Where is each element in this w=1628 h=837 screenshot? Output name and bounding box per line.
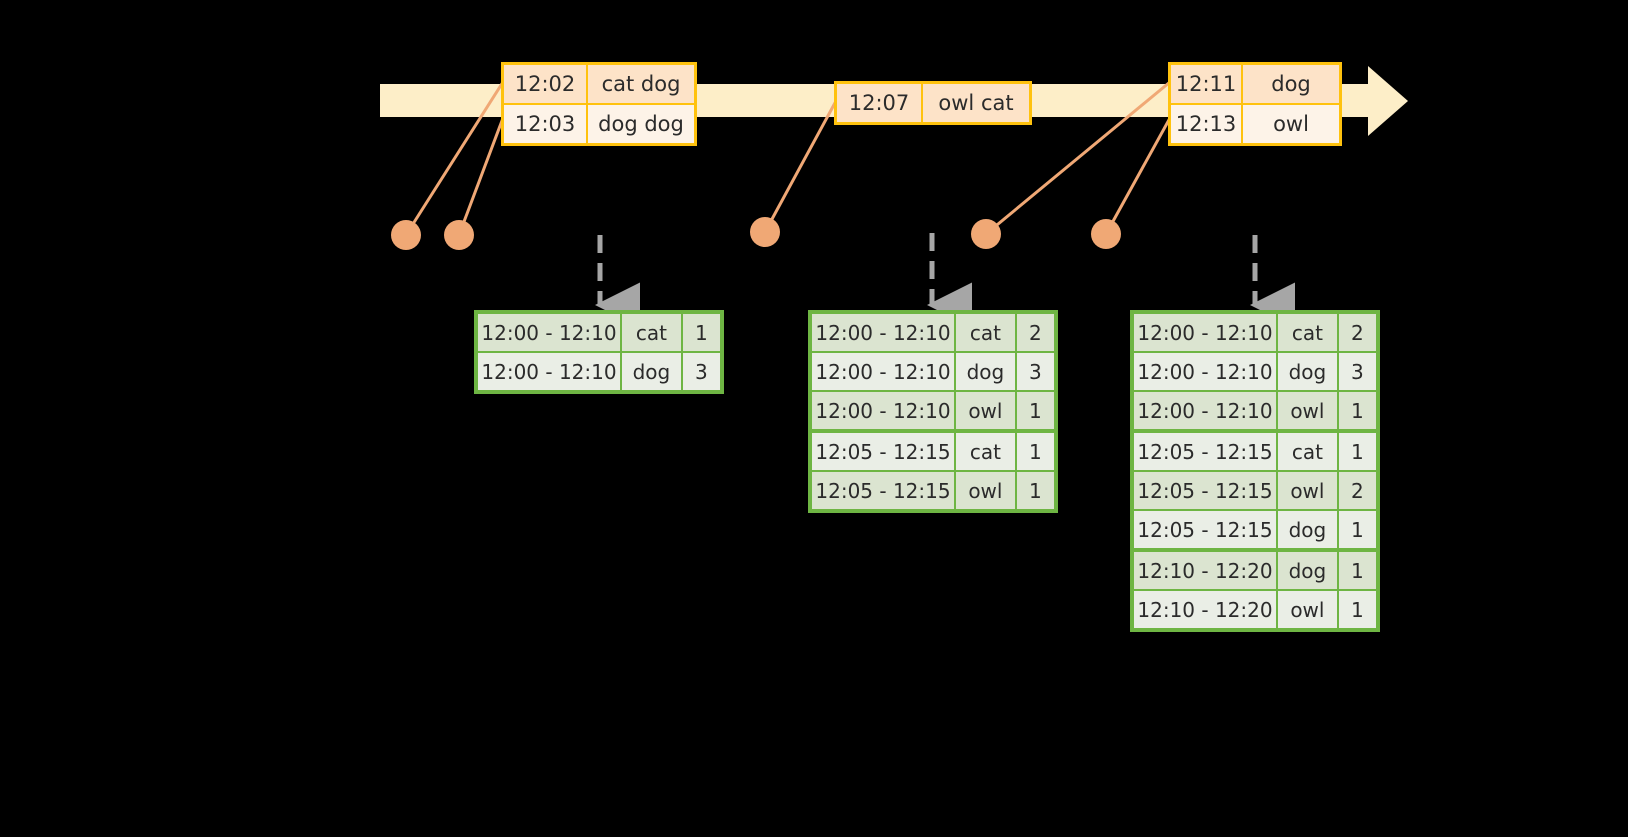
cell-word: dog xyxy=(1278,552,1339,589)
event-box-1[interactable]: 12:02 cat dog 12:03 dog dog xyxy=(501,62,697,146)
cell-count: 1 xyxy=(1029,478,1042,503)
cell-window: 12:00 - 12:10 xyxy=(812,392,957,429)
event-time: 12:03 xyxy=(504,105,588,143)
cell-count: 3 xyxy=(695,359,708,384)
cell-window: 12:05 - 12:15 xyxy=(812,433,957,470)
event-time: 12:11 xyxy=(1171,65,1243,103)
event-text: dog dog xyxy=(598,112,684,136)
connector-line-2 xyxy=(457,117,505,236)
cell-word: dog xyxy=(1278,511,1339,548)
cell-word: dog xyxy=(622,353,683,390)
cell-count: 1 xyxy=(1029,398,1042,423)
event-time: 12:13 xyxy=(1171,105,1243,143)
cell-count: 1 xyxy=(695,320,708,345)
cell-word: owl xyxy=(1278,591,1339,628)
event-text: dog xyxy=(1271,72,1311,96)
cell-window: 12:00 - 12:10 xyxy=(478,314,623,351)
cell-count: 2 xyxy=(1351,478,1364,503)
cell-word: dog xyxy=(956,353,1017,390)
cell-count: 1 xyxy=(1351,597,1364,622)
cell-window: 12:00 - 12:10 xyxy=(812,314,957,351)
event-row: 12:13 owl xyxy=(1171,103,1339,143)
cell-word: cat xyxy=(1278,433,1339,470)
cell-count: 1 xyxy=(1351,558,1364,583)
dashed-arrows xyxy=(595,233,1295,328)
connector-dot-4 xyxy=(971,219,1001,249)
event-box-3[interactable]: 12:11 dog 12:13 owl xyxy=(1168,62,1342,146)
event-box-2[interactable]: 12:07 owl cat xyxy=(834,81,1032,125)
cell-count: 3 xyxy=(1351,359,1364,384)
cell-window: 12:05 - 12:15 xyxy=(1134,433,1279,470)
cell-window: 12:05 - 12:15 xyxy=(812,472,957,509)
cell-window: 12:10 - 12:20 xyxy=(1134,552,1279,589)
cell-word: cat xyxy=(1278,314,1339,351)
event-text: owl cat xyxy=(938,91,1014,115)
cell-word: cat xyxy=(956,314,1017,351)
cell-count: 1 xyxy=(1029,439,1042,464)
cell-count: 3 xyxy=(1029,359,1042,384)
cell-count: 1 xyxy=(1351,517,1364,542)
cell-window: 12:00 - 12:10 xyxy=(1134,392,1279,429)
event-time: 12:02 xyxy=(504,65,588,103)
connector-dot-3 xyxy=(750,217,780,247)
cell-word: cat xyxy=(956,433,1017,470)
connector-dot-5 xyxy=(1091,219,1121,249)
cell-window: 12:05 - 12:15 xyxy=(1134,511,1279,548)
cell-count: 2 xyxy=(1029,320,1042,345)
cell-word: owl xyxy=(1278,392,1339,429)
event-row: 12:03 dog dog xyxy=(504,103,694,143)
connector-dot-1 xyxy=(391,220,421,250)
cell-window: 12:00 - 12:10 xyxy=(812,353,957,390)
cell-word: dog xyxy=(1278,353,1339,390)
cell-word: owl xyxy=(1278,472,1339,509)
cell-count: 1 xyxy=(1351,398,1364,423)
event-row: 12:07 owl cat xyxy=(837,84,1029,122)
cell-window: 12:00 - 12:10 xyxy=(478,353,623,390)
event-row: 12:11 dog xyxy=(1171,65,1339,103)
event-row: 12:02 cat dog xyxy=(504,65,694,103)
cell-window: 12:00 - 12:10 xyxy=(1134,353,1279,390)
cell-window: 12:05 - 12:15 xyxy=(1134,472,1279,509)
connector-line-3 xyxy=(763,100,838,233)
cell-count: 1 xyxy=(1351,439,1364,464)
connector-line-5 xyxy=(1104,117,1172,235)
timeline-arrowhead-icon xyxy=(1368,66,1408,136)
event-text: cat dog xyxy=(601,72,681,96)
cell-count: 2 xyxy=(1351,320,1364,345)
connector-dot-2 xyxy=(444,220,474,250)
event-text: owl xyxy=(1273,112,1309,136)
cell-word: owl xyxy=(956,392,1017,429)
event-time: 12:07 xyxy=(837,84,923,122)
cell-word: cat xyxy=(622,314,683,351)
cell-window: 12:00 - 12:10 xyxy=(1134,314,1279,351)
connector-dots xyxy=(391,217,1121,250)
cell-word: owl xyxy=(956,472,1017,509)
cell-window: 12:10 - 12:20 xyxy=(1134,591,1279,628)
